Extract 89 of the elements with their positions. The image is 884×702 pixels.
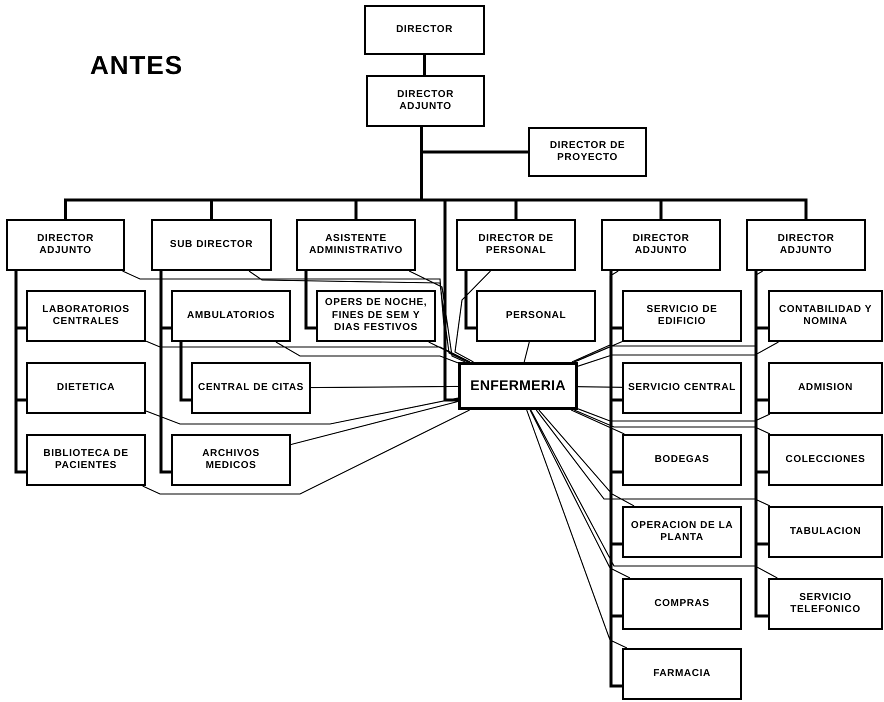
box-label: DIRECTOR (396, 24, 453, 36)
org-box (6, 219, 125, 271)
box-label: ASISTENTE ADMINISTRATIVO (308, 232, 404, 258)
org-box (26, 362, 146, 414)
box-label: DIRECTOR DE PROYECTO (548, 140, 626, 164)
org-box (528, 127, 647, 177)
connector-line (536, 410, 770, 506)
box-label: SERVICIO CENTRAL (628, 382, 736, 394)
org-box (26, 434, 146, 486)
connector-line (572, 270, 618, 362)
box-label: SERVICIO TELEFONICO (789, 592, 862, 616)
box-label: SERVICIO DE EDIFICIO (646, 304, 718, 328)
org-box (191, 362, 311, 414)
box-label: TABULACION (790, 526, 862, 538)
connector-line (524, 342, 530, 362)
org-box (151, 219, 272, 271)
connector-line (754, 271, 768, 618)
connector-line (454, 270, 491, 362)
org-box (768, 362, 883, 414)
box-label: CONTABILIDAD Y NOMINA (778, 304, 874, 328)
org-box (622, 362, 742, 414)
org-box (26, 290, 146, 342)
box-label: COLECCIONES (786, 454, 866, 466)
org-box (458, 362, 578, 410)
org-box (476, 290, 596, 342)
org-box (364, 5, 485, 55)
connector-line (304, 271, 316, 330)
box-label: PERSONAL (506, 310, 566, 322)
org-box (622, 290, 742, 342)
connector-line (574, 341, 622, 362)
connector-line (146, 398, 458, 425)
connector-line (570, 410, 625, 434)
box-label: SUB DIRECTOR (170, 238, 254, 252)
org-box (746, 219, 866, 271)
connector-line (180, 342, 191, 402)
org-box (768, 506, 883, 558)
box-label: ADMISION (798, 382, 853, 394)
org-box (768, 434, 883, 486)
chart-title: ANTES (90, 50, 184, 81)
org-box (296, 219, 416, 271)
box-label: ENFERMERIA (470, 377, 566, 395)
connector-line (276, 342, 458, 364)
org-box (171, 434, 291, 486)
connector-line (526, 410, 628, 648)
connector-line (610, 271, 622, 688)
connector-line (146, 340, 470, 362)
box-label: DIRECTOR ADJUNTO (36, 232, 95, 258)
box-label: LABORATORIOS CENTRALES (41, 304, 131, 328)
box-label: DIRECTOR ADJUNTO (776, 232, 836, 258)
box-label: AMBULATORIOS (187, 310, 275, 322)
org-box (622, 506, 742, 558)
box-label: OPERS DE NOCHE, FINES DE SEM Y DIAS FESTIVOS (324, 297, 428, 335)
box-label: DIRECTOR ADJUNTO (396, 88, 455, 114)
box-label: BODEGAS (654, 454, 710, 466)
org-box (622, 434, 742, 486)
connector-line (311, 386, 458, 388)
connector-line (290, 400, 458, 446)
box-label: DIETETICA (56, 382, 116, 394)
connector-line (538, 410, 634, 506)
connector-line (530, 410, 778, 578)
box-label: OPERACION DE LA PLANTA (630, 520, 734, 544)
connector-line (428, 342, 470, 362)
connector-line (578, 386, 622, 388)
box-label: DIRECTOR ADJUNTO (632, 232, 690, 258)
connector-line (408, 270, 466, 362)
box-label: ARCHIVOS MEDICOS (201, 448, 261, 472)
box-label: FARMACIA (653, 668, 711, 680)
org-box (768, 578, 883, 630)
connector-line (574, 410, 770, 434)
box-label: BIBLIOTECA DE PACIENTES (42, 448, 130, 472)
box-label: CENTRAL DE CITAS (198, 382, 304, 394)
connector-line (530, 410, 630, 578)
org-box (171, 290, 291, 342)
box-label: DIRECTOR DE PERSONAL (477, 232, 555, 258)
connector-line (248, 270, 468, 362)
connector-line (578, 342, 779, 367)
org-box (768, 290, 883, 342)
org-box (601, 219, 721, 271)
connector-line (574, 270, 763, 362)
org-box (622, 578, 742, 630)
connector-line (578, 408, 770, 422)
connector-line (464, 271, 476, 330)
org-box (456, 219, 576, 271)
box-label: COMPRAS (654, 598, 710, 610)
org-box (366, 75, 485, 127)
org-box (316, 290, 436, 342)
connector-line (423, 55, 426, 75)
org-box (622, 648, 742, 700)
connector-line (142, 410, 470, 495)
